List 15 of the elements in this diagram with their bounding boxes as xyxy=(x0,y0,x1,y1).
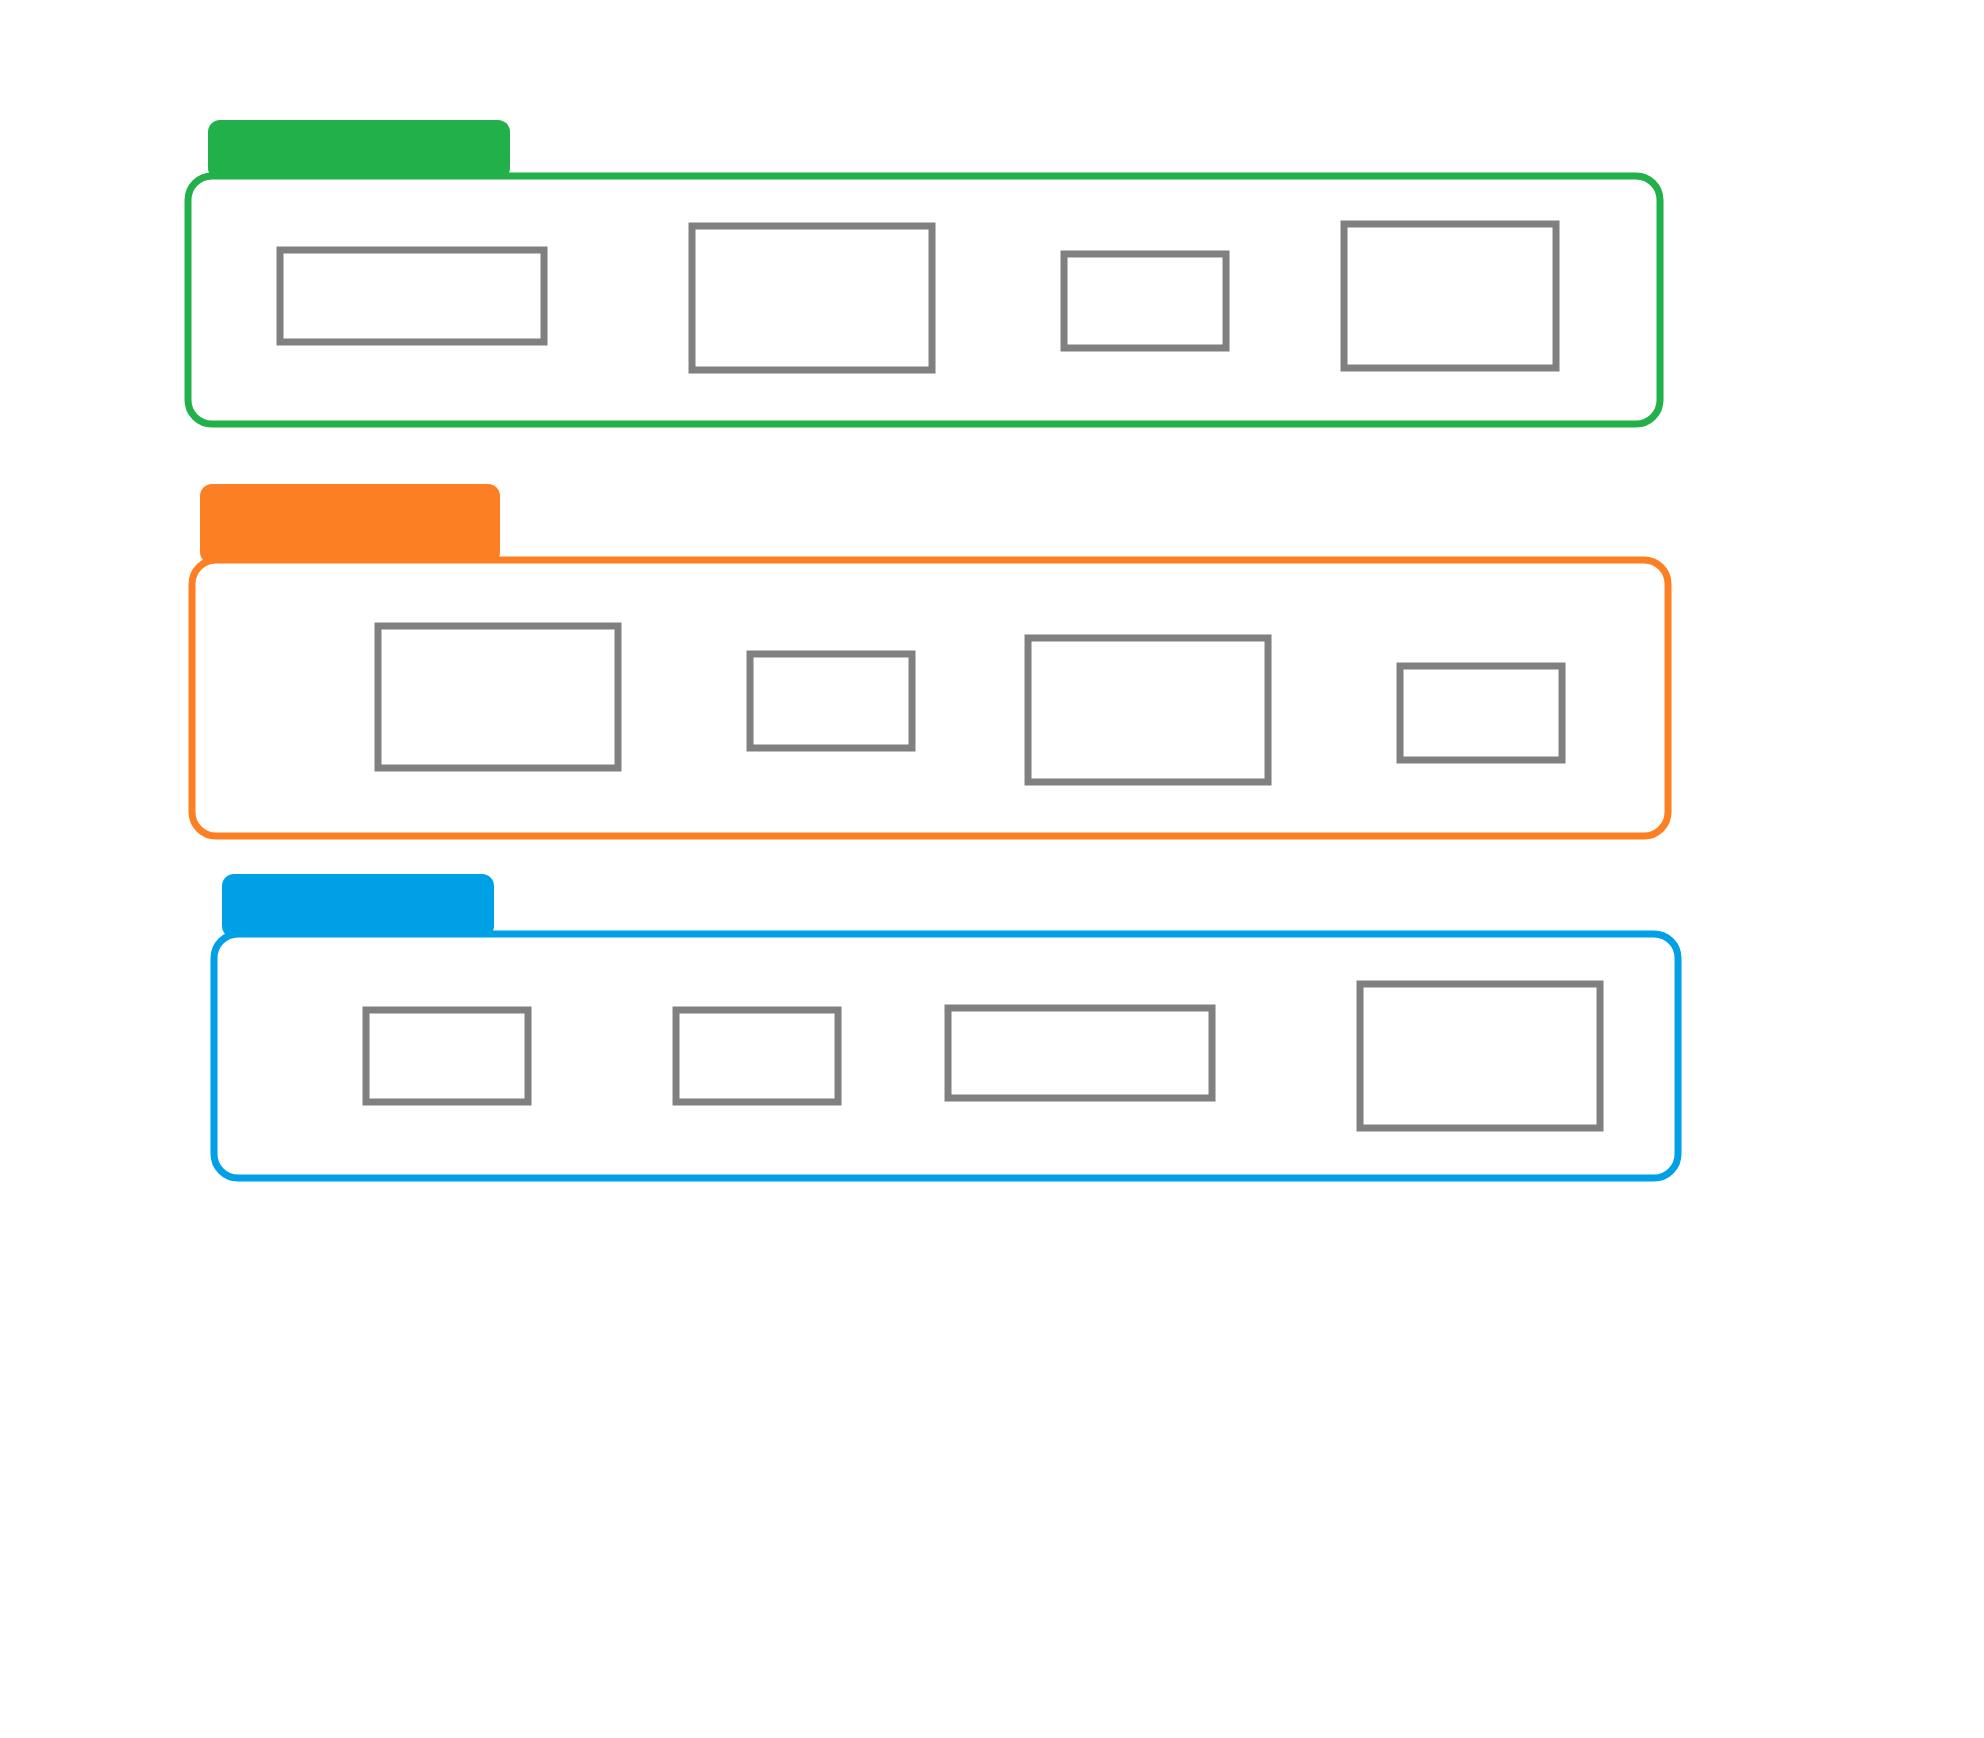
group-band xyxy=(188,484,1672,840)
empty-box xyxy=(1340,220,1560,372)
empty-box xyxy=(944,1004,1216,1102)
group-band xyxy=(210,874,1682,1182)
empty-box xyxy=(1356,980,1604,1132)
empty-box xyxy=(1396,662,1566,764)
empty-box xyxy=(276,246,548,346)
group-band xyxy=(184,119,1664,428)
empty-box xyxy=(374,622,622,772)
empty-box xyxy=(688,222,936,374)
empty-box xyxy=(1060,250,1230,352)
empty-box xyxy=(746,650,916,752)
empty-box xyxy=(1024,634,1272,786)
empty-box xyxy=(362,1006,532,1106)
empty-box xyxy=(672,1006,842,1106)
